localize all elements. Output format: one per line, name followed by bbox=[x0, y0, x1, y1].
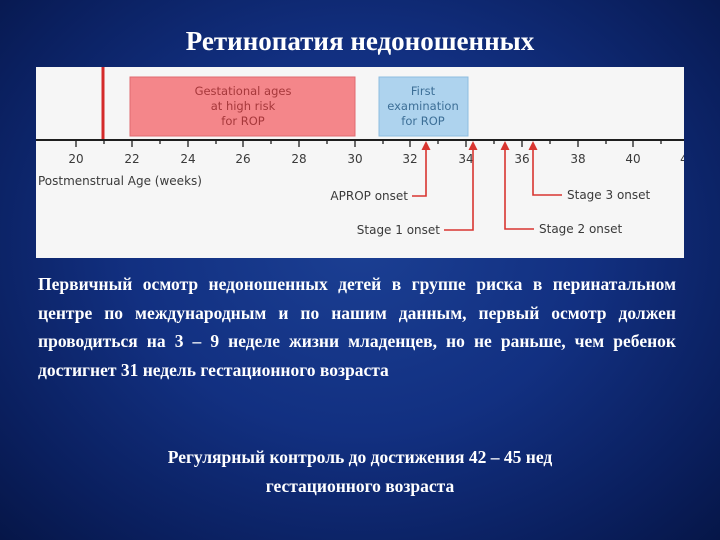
exam-box-line-1: First bbox=[411, 84, 436, 98]
aprop-onset-label: APROP onset bbox=[330, 189, 408, 203]
exam-box-line-2: examination bbox=[387, 99, 459, 113]
high-risk-line-2: at high risk bbox=[211, 99, 276, 113]
event-arrows bbox=[412, 147, 562, 231]
tick-label-32: 32 bbox=[402, 152, 417, 166]
tick-label-38: 38 bbox=[570, 152, 585, 166]
stage2-onset-label: Stage 2 onset bbox=[539, 222, 623, 236]
body-paragraph: Первичный осмотр недоношенных детей в гр… bbox=[38, 274, 676, 380]
high-risk-line-3: for ROP bbox=[221, 114, 265, 128]
axis-label: Postmenstrual Age (weeks) bbox=[38, 174, 202, 188]
tick-label-36: 36 bbox=[514, 152, 529, 166]
slide-title: Ретинопатия недоношенных bbox=[185, 26, 535, 56]
tick-label-26: 26 bbox=[235, 152, 250, 166]
tick-label-20: 20 bbox=[68, 152, 83, 166]
tick-label-24: 24 bbox=[180, 152, 195, 166]
tick-label-42-partial: 4 bbox=[680, 152, 684, 166]
tick-label-34: 34 bbox=[458, 152, 473, 166]
high-risk-box bbox=[129, 76, 356, 137]
tick-label-22: 22 bbox=[124, 152, 139, 166]
stage3-onset-label: Stage 3 onset bbox=[567, 188, 651, 202]
footer-line-1: Регулярный контроль до достижения 42 – 4… bbox=[167, 447, 553, 467]
high-risk-line-1: Gestational ages bbox=[195, 84, 292, 98]
axis-ticks bbox=[75, 140, 662, 147]
footer-paragraph: Регулярный контроль до достижения 42 – 4… bbox=[60, 443, 660, 501]
event-arrowheads bbox=[421, 141, 538, 150]
stage1-onset-label: Stage 1 onset bbox=[357, 223, 441, 237]
first-exam-box bbox=[378, 76, 469, 137]
footer-line-2: гестационного возраста bbox=[265, 476, 455, 496]
tick-label-30: 30 bbox=[347, 152, 362, 166]
tick-label-28: 28 bbox=[291, 152, 306, 166]
exam-box-line-3: for ROP bbox=[401, 114, 445, 128]
tick-label-40: 40 bbox=[625, 152, 640, 166]
rop-timeline-diagram: Gestational ages at high risk for ROP Fi… bbox=[36, 67, 684, 258]
